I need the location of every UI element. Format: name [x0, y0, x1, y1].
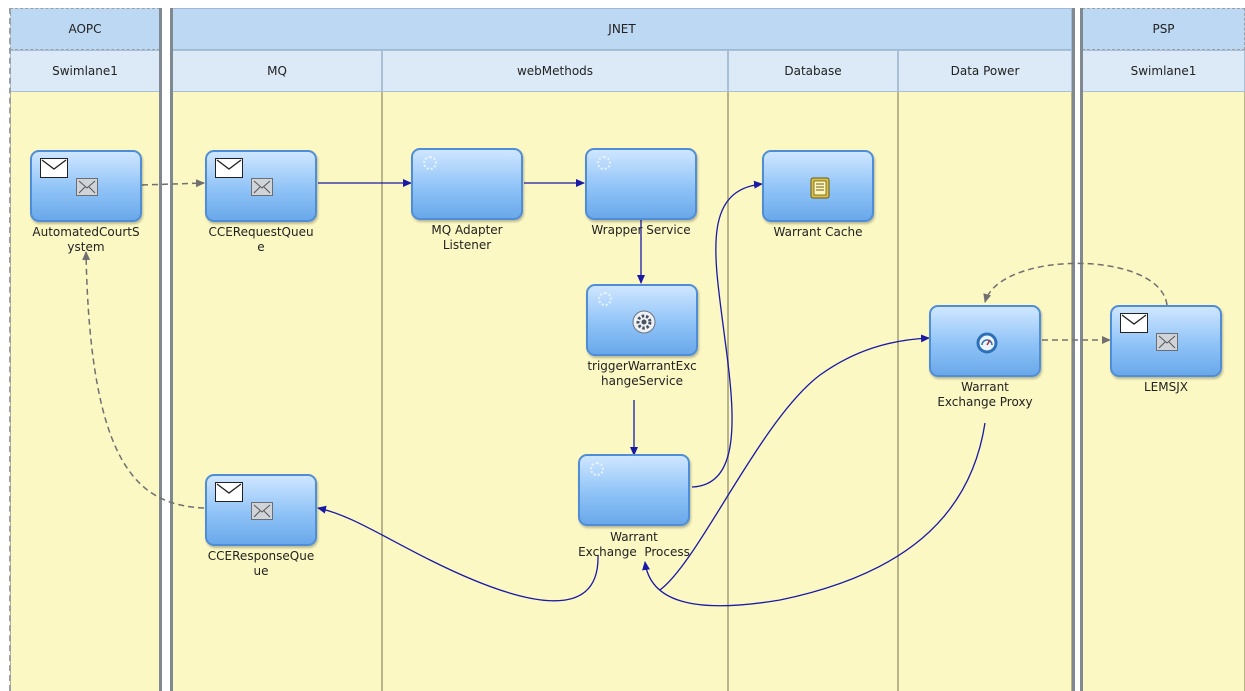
lane-header-mq[interactable]: MQ	[172, 50, 382, 92]
lane-body-data-power	[898, 92, 1072, 691]
node-label-warrant-cache: Warrant Cache	[773, 225, 863, 239]
node-label-warrant-exchange-proxy: Warrant Exchange Proxy	[937, 380, 1033, 409]
node-cce-response-queue[interactable]	[205, 474, 317, 546]
sequence-flow-proxy-to-process[interactable]	[642, 422, 986, 607]
service-task-icon	[598, 292, 612, 306]
pool-border-jnet-left	[170, 8, 173, 691]
node-warrant-exchange-proxy[interactable]	[929, 305, 1041, 377]
node-wrapper-service[interactable]	[585, 148, 697, 220]
node-warrant-exchange-process[interactable]	[578, 454, 690, 526]
node-label-lemsjx: LEMSJX	[1144, 380, 1188, 394]
envelope-icon	[1120, 313, 1148, 333]
node-mq-adapter-listener[interactable]	[411, 148, 523, 220]
service-task-icon	[590, 462, 604, 476]
lane-header-data-power[interactable]: Data Power	[898, 50, 1072, 92]
message-icon	[76, 178, 98, 196]
node-label-cce-response-queue: CCEResponseQue ue	[207, 549, 315, 578]
lane-header-psp-swimlane1[interactable]: Swimlane1	[1082, 50, 1245, 92]
pool-header-jnet[interactable]: JNET	[172, 8, 1072, 50]
pool-border-aopc-right	[159, 8, 162, 691]
message-flow-acs-to-request-queue[interactable]	[141, 179, 205, 188]
message-icon	[251, 502, 273, 520]
envelope-icon	[40, 158, 68, 178]
node-automated-court-system[interactable]	[30, 150, 142, 222]
message-icon	[251, 178, 273, 196]
node-label-trigger-warrant-exchange-service: triggerWarrantExc hangeService	[587, 359, 697, 388]
node-cce-request-queue[interactable]	[205, 150, 317, 222]
node-label-warrant-exchange-process: Warrant Exchange Process	[578, 530, 690, 559]
lane-body-psp-swimlane1	[1082, 92, 1245, 691]
sequence-flow-process-to-warrant-cache[interactable]	[691, 180, 763, 488]
proxy-gauge-icon	[976, 332, 998, 354]
envelope-icon	[215, 158, 243, 178]
node-trigger-warrant-exchange-service[interactable]	[586, 284, 698, 356]
gear-icon	[632, 310, 656, 334]
message-flow-response-queue-to-acs[interactable]	[82, 251, 205, 509]
lane-header-aopc-swimlane1[interactable]: Swimlane1	[10, 50, 160, 92]
envelope-icon	[215, 482, 243, 502]
message-flow-lemsjx-to-proxy[interactable]	[983, 262, 1168, 306]
message-icon	[1156, 333, 1178, 351]
node-lemsjx[interactable]	[1110, 305, 1222, 377]
lane-header-database[interactable]: Database	[728, 50, 898, 92]
node-label-wrapper-service: Wrapper Service	[591, 223, 691, 237]
node-label-automated-court-system: AutomatedCourtS ystem	[32, 225, 140, 254]
pool-header-psp[interactable]: PSP	[1082, 8, 1245, 50]
node-label-mq-adapter-listener: MQ Adapter Listener	[431, 223, 503, 252]
pool-border-psp-left	[1080, 8, 1083, 691]
pool-border-aopc-left	[9, 8, 11, 691]
sequence-flow-process-to-response-queue[interactable]	[317, 505, 599, 602]
node-label-cce-request-queue: CCERequestQueu e	[208, 225, 314, 254]
sequence-flow-process-to-proxy[interactable]	[659, 334, 930, 591]
node-warrant-cache[interactable]	[762, 150, 874, 222]
pool-header-aopc[interactable]: AOPC	[10, 8, 160, 50]
database-icon	[810, 177, 830, 199]
lane-header-webmethods[interactable]: webMethods	[382, 50, 728, 92]
service-task-icon	[423, 156, 437, 170]
pool-border-jnet-right	[1072, 8, 1075, 691]
service-task-icon	[597, 156, 611, 170]
